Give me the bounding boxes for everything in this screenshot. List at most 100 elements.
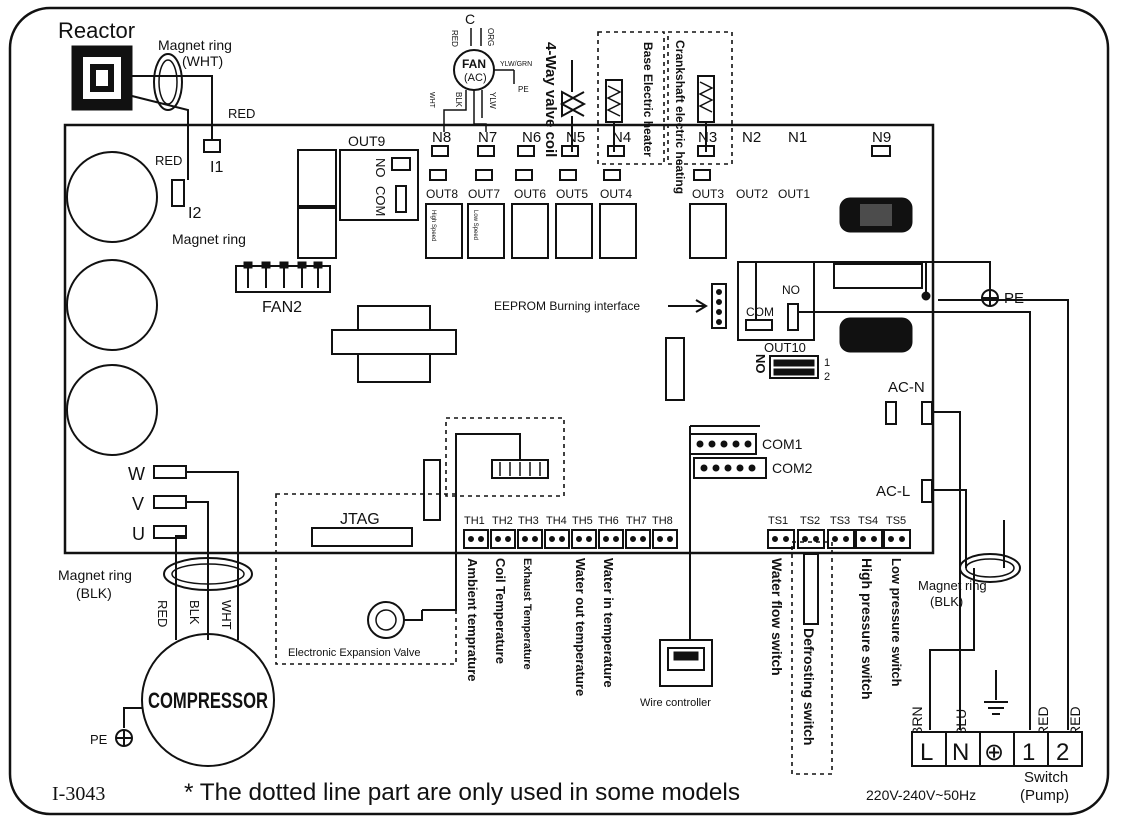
n7-label: N7 xyxy=(478,129,497,146)
fan-ylw-label: YLW xyxy=(488,92,497,109)
fan-ac-label: (AC) xyxy=(464,72,487,84)
fan-label: FAN xyxy=(462,57,486,71)
out1-label: OUT1 xyxy=(778,187,810,201)
low-speed-label: Low Speed xyxy=(472,210,478,240)
out2-label: OUT2 xyxy=(736,187,768,201)
wire-brn: BRN xyxy=(909,706,925,736)
relay-block-2 xyxy=(297,207,337,259)
out9-com-label: COM xyxy=(373,186,388,216)
black-connector-top xyxy=(839,197,913,233)
magnet-ring-wht-label-2: (WHT) xyxy=(182,53,223,69)
magnet-ring-wht: Magnet ring (WHT) xyxy=(153,37,232,111)
compressor-wire-red: RED xyxy=(155,600,170,627)
th-exhaust: Exhaust Temperature xyxy=(521,558,533,670)
n6-label: N6 xyxy=(522,129,541,146)
vertical-component xyxy=(665,337,685,401)
th2-label: TH2 xyxy=(492,515,513,527)
out10-pin-2: 2 xyxy=(824,371,830,383)
wire-red-1: RED xyxy=(1035,706,1051,736)
eev-label: Electronic Expansion Valve xyxy=(288,647,420,659)
relay-block-1 xyxy=(297,149,337,207)
switch-label-1: Switch xyxy=(1024,769,1068,786)
red-label-i1: RED xyxy=(228,106,255,121)
power-terminal-block: L N ⊕ 1 2 xyxy=(911,731,1083,767)
ts5-label: TS5 xyxy=(886,515,906,527)
fan-pe-label: PE xyxy=(518,85,529,94)
th-coil: Coil Temperature xyxy=(493,558,508,664)
defrost-dash-region xyxy=(791,541,833,775)
magnet-ring-blk-left-label-1: Magnet ring xyxy=(58,567,132,583)
pump-relay-com-label: COM xyxy=(746,305,774,319)
ts-low-pressure: Low pressure switch xyxy=(889,558,904,687)
pe-compressor: PE xyxy=(90,729,133,747)
out8-label: OUT8 xyxy=(426,187,458,201)
jtag-label: JTAG xyxy=(340,511,380,528)
red-label-i2: RED xyxy=(155,153,182,168)
ts-high-pressure: High pressure switch xyxy=(859,558,875,700)
ts3-label: TS3 xyxy=(830,515,850,527)
reactor: Reactor xyxy=(58,18,135,111)
ac-l-label: AC-L xyxy=(876,483,910,500)
i2-terminal xyxy=(171,179,185,207)
ac-l: AC-L xyxy=(876,479,933,503)
ts-water-flow: Water flow switch xyxy=(769,558,785,676)
th-water-out: Water out temperature xyxy=(573,558,588,696)
th6-label: TH6 xyxy=(598,515,619,527)
pe-top-label: PE xyxy=(1004,290,1024,307)
reactor-label: Reactor xyxy=(58,18,135,43)
base-heater: Base Electric heater xyxy=(597,31,665,165)
relay-row: High Speed Low Speed xyxy=(425,203,727,259)
fan-red-label: RED xyxy=(450,30,459,47)
out9-label: OUT9 xyxy=(348,133,386,149)
eev-connector xyxy=(422,417,565,611)
fan2-label: FAN2 xyxy=(262,299,302,316)
capacitor-1 xyxy=(66,151,158,243)
eeprom-interface: EEPROM Burning interface xyxy=(494,283,727,329)
fan-c-label: C xyxy=(465,11,475,27)
four-way-valve-label: 4-Way valve coil xyxy=(542,42,559,157)
th8-label: TH8 xyxy=(652,515,673,527)
wire-controller: Wire controller xyxy=(640,639,713,709)
compressor-wire-blk: BLK xyxy=(187,600,202,625)
magnet-ring-blk-right-label-2: (BLK) xyxy=(930,594,963,609)
out4-label: OUT4 xyxy=(600,187,632,201)
fan-org-label: ORG xyxy=(486,28,495,46)
th-ambient: Ambient temprature xyxy=(465,558,480,682)
out6-label: OUT6 xyxy=(514,187,546,201)
wire-red-2: RED xyxy=(1067,706,1083,736)
com1-label: COM1 xyxy=(762,436,803,452)
wire-controller-label: Wire controller xyxy=(640,697,711,709)
model-code: I-3043 xyxy=(52,783,105,805)
magnet-ring-blk-left-label-2: (BLK) xyxy=(76,585,112,601)
pump-relay: NO COM xyxy=(737,261,815,341)
pe-compressor-label: PE xyxy=(90,732,108,747)
n1-label: N1 xyxy=(788,129,807,146)
high-speed-label: High Speed xyxy=(430,210,436,241)
capacitor-3 xyxy=(66,364,158,456)
terminal-n: N xyxy=(952,739,969,766)
fan-blk-label: BLK xyxy=(454,92,463,108)
switch-label-2: (Pump) xyxy=(1020,787,1069,804)
magnet-ring-wht-label-1: Magnet ring xyxy=(158,37,232,53)
compressor-wire-wht: WHT xyxy=(219,600,234,630)
n8-label: N8 xyxy=(432,129,451,146)
capacitor-2 xyxy=(66,259,158,351)
ts4-label: TS4 xyxy=(858,515,878,527)
out5-label: OUT5 xyxy=(556,187,588,201)
out9-relay: OUT9 NO COM xyxy=(339,133,419,221)
th-water-in: Water in temperature xyxy=(601,558,616,688)
wire-blu: BLU xyxy=(953,709,969,736)
ts-defrosting: Defrosting switch xyxy=(801,628,817,745)
crankshaft-heater: Crankshaft electric heating xyxy=(667,31,733,194)
out9-no-label: NO xyxy=(373,158,388,178)
out10: OUT10 1 2 NO xyxy=(753,340,830,383)
out10-label: OUT10 xyxy=(764,340,806,355)
n5-label: N5 xyxy=(566,129,585,146)
fan-ylwgrn-label: YLW/GRN xyxy=(500,61,532,68)
terminal-pe: ⊕ xyxy=(984,739,1004,766)
magnet-ring-blk-right: Magnet ring (BLK) xyxy=(918,553,1021,609)
n2-label: N2 xyxy=(742,129,761,146)
relay-bar xyxy=(833,263,923,289)
out-labels: OUT8 OUT7 OUT6 OUT5 OUT4 OUT3 OUT2 OUT1 xyxy=(426,187,810,201)
w-label: W xyxy=(128,464,145,484)
